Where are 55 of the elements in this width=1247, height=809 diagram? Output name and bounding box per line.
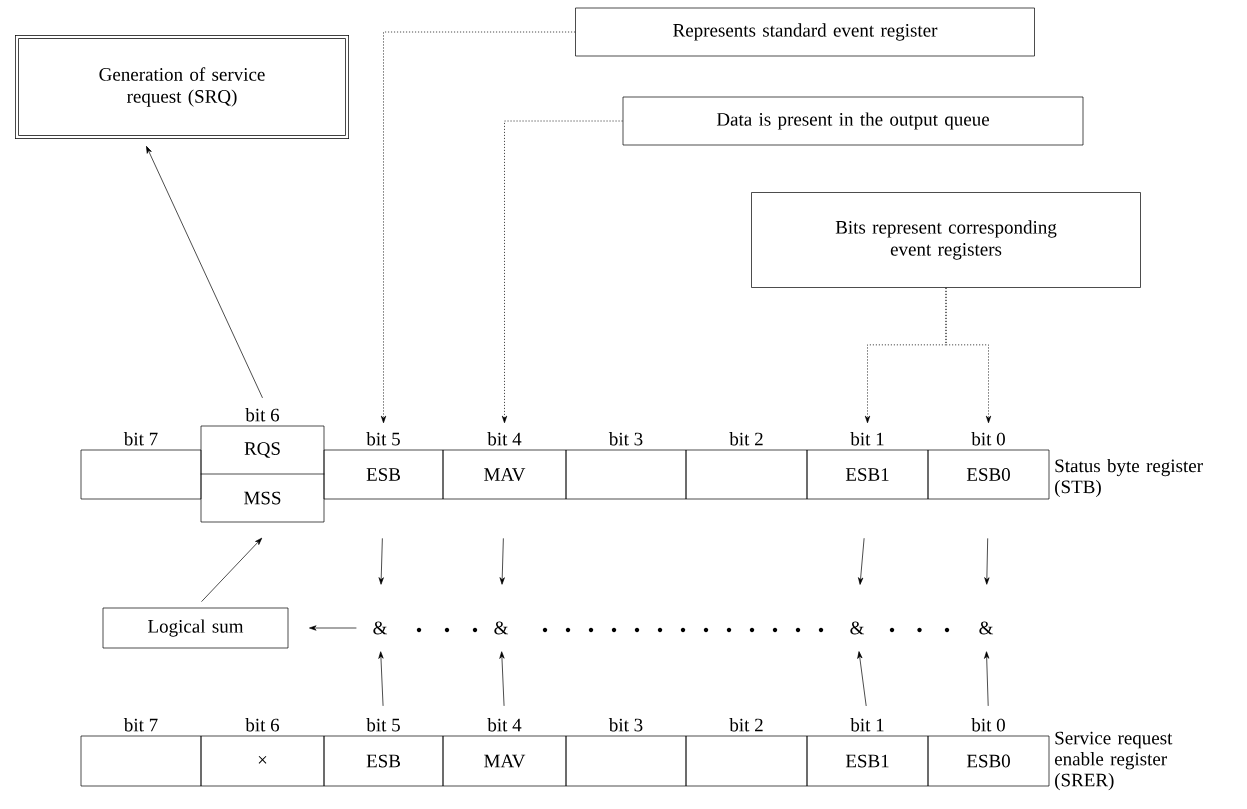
register-cell: ESB0 xyxy=(927,449,1050,500)
bit-label: bit 1 xyxy=(850,432,884,446)
ampersand-symbol: & xyxy=(494,621,509,635)
register-cell: RQS MSS xyxy=(200,425,325,523)
bit-label: bit 6 xyxy=(245,718,280,732)
bit-label: bit 6 xyxy=(245,408,280,422)
register-cell: MAV xyxy=(442,449,567,500)
bit-label: bit 5 xyxy=(366,718,400,732)
dotted-arrow xyxy=(380,31,576,424)
register-cell xyxy=(80,449,202,500)
register-cell: MAV xyxy=(442,735,567,787)
register-cell xyxy=(80,735,202,787)
note-box: Represents standard event register xyxy=(575,7,1035,57)
arrow xyxy=(857,651,867,707)
register-cell: ESB xyxy=(323,449,444,500)
bit-label: bit 4 xyxy=(487,718,522,732)
bit-label: bit 0 xyxy=(971,718,1005,732)
arrow xyxy=(201,537,263,602)
ampersand-symbol: & xyxy=(850,621,865,635)
arrow xyxy=(499,538,505,585)
bit-label: bit 0 xyxy=(971,432,1005,446)
bit-label: bit 1 xyxy=(850,718,884,732)
bit-label: bit 2 xyxy=(729,432,763,446)
bit-label: bit 5 xyxy=(366,432,400,446)
register-cell xyxy=(565,449,687,500)
ampersand-symbol: & xyxy=(979,621,994,635)
arrow xyxy=(378,651,384,707)
note-box: Bits represent corresponding event registers xyxy=(751,192,1141,288)
arrow xyxy=(146,146,263,399)
register-cell xyxy=(565,735,687,787)
bit-label: bit 3 xyxy=(608,718,643,732)
ampersand-symbol: & xyxy=(373,621,388,635)
note-box: Data is present in the output queue xyxy=(622,96,1084,146)
arrow xyxy=(378,538,384,585)
arrow xyxy=(984,538,990,585)
register-cell xyxy=(685,449,808,500)
arrow xyxy=(984,651,990,707)
register-cell: ESB1 xyxy=(806,449,929,500)
dotted-arrow xyxy=(945,287,992,424)
register-cell xyxy=(685,735,808,787)
register-cell: ESB xyxy=(323,735,444,787)
note-box: Logical sum xyxy=(102,607,289,649)
arrow xyxy=(309,625,357,631)
register-cell: × xyxy=(200,735,325,787)
bit-label: bit 7 xyxy=(123,718,158,732)
arrow xyxy=(499,651,505,707)
bit-label: bit 7 xyxy=(123,432,158,446)
register-cell: ESB1 xyxy=(806,735,929,787)
arrow xyxy=(858,537,865,585)
bit-label: bit 2 xyxy=(729,718,763,732)
dotted-arrow xyxy=(501,120,623,424)
request-box: Generation of service request (SRQ) xyxy=(15,35,349,139)
register-cell: ESB0 xyxy=(927,735,1050,787)
bit-label: bit 4 xyxy=(487,432,522,446)
bit-label: bit 3 xyxy=(608,432,643,446)
